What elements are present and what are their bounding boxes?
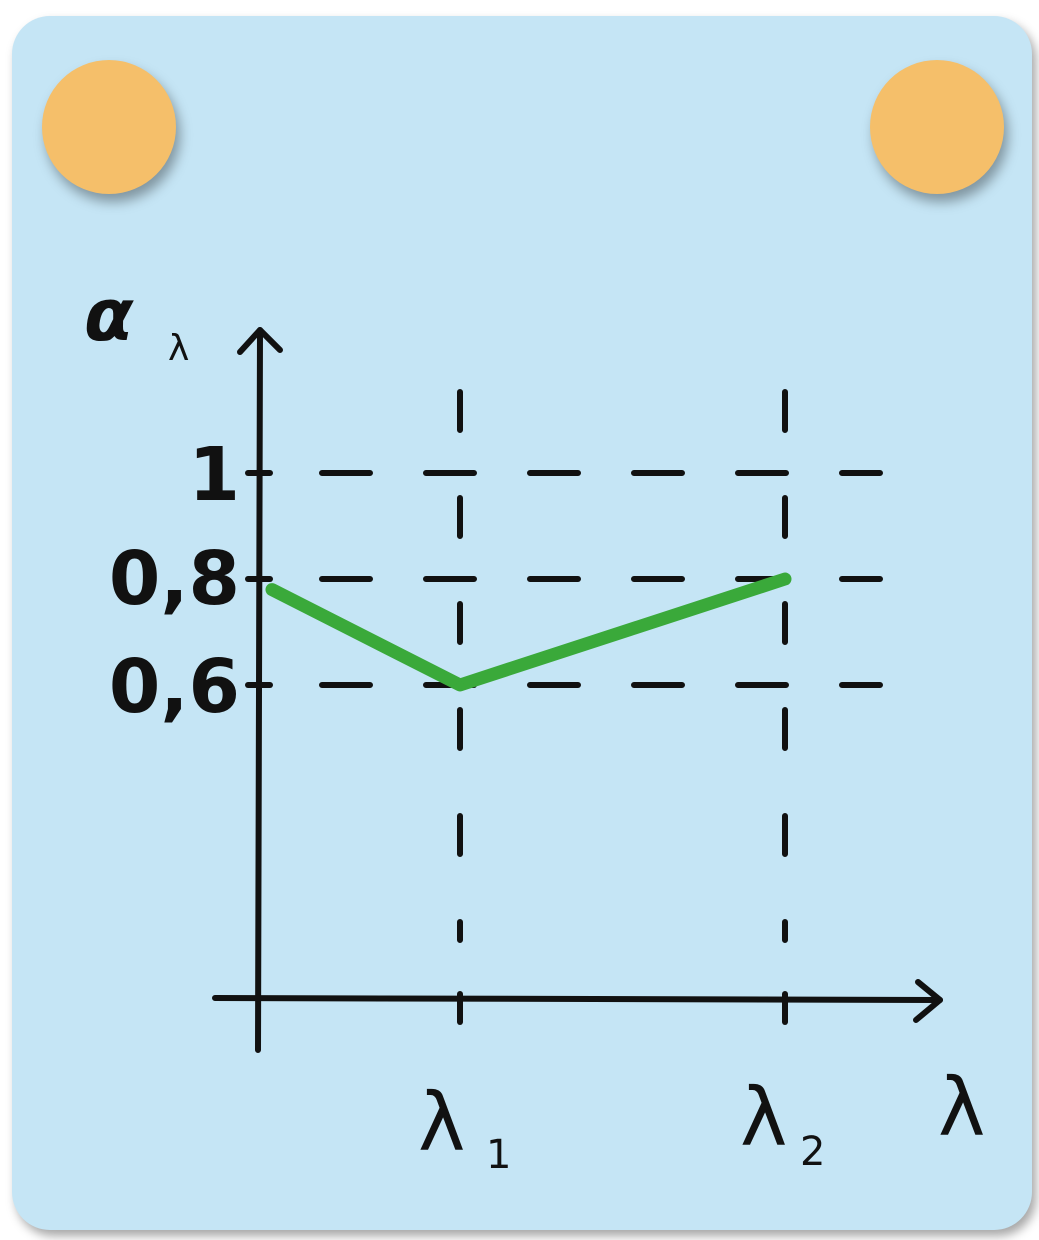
chart-marks: [265, 572, 792, 692]
y-tick-label: 1: [189, 432, 241, 518]
pin-left: [42, 60, 176, 194]
y-axis-line: [255, 327, 263, 1053]
y-tick-label: 0,6: [109, 644, 240, 730]
axes: [212, 327, 943, 1053]
y-tick-label: 0,8: [109, 536, 240, 622]
y-axis-label: α: [84, 273, 134, 357]
x-tick-label: λ: [418, 1076, 465, 1169]
data-point: [456, 681, 464, 689]
x-tick-label-subscript: 2: [800, 1129, 825, 1175]
x-axis-label: λ: [938, 1061, 985, 1154]
grid-lines: [259, 389, 883, 943]
x-axis-line: [212, 995, 943, 1003]
x-tick-label: λ: [740, 1071, 787, 1164]
chart-card: [12, 16, 1032, 1230]
pin-right: [870, 60, 1004, 194]
x-axis-arrow: [913, 979, 943, 1023]
series-line: [265, 572, 792, 692]
y-axis-arrow: [237, 327, 283, 355]
x-tick-label-subscript: 1: [486, 1132, 511, 1178]
y-axis-label-subscript: λ: [168, 328, 189, 369]
data-point: [781, 575, 789, 583]
data-point: [268, 585, 276, 594]
